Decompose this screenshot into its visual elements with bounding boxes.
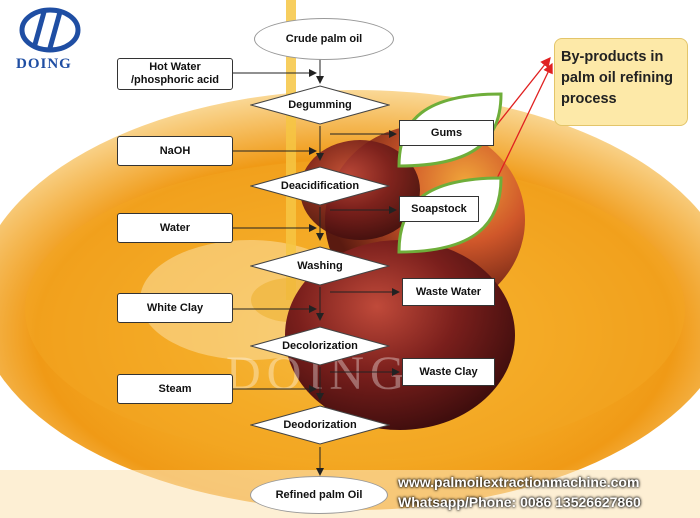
step-degumming: Degumming bbox=[250, 85, 390, 125]
step-degumming-label: Degumming bbox=[288, 99, 352, 111]
step-deacidification-label: Deacidification bbox=[280, 180, 360, 192]
end-node: Refined palm Oil bbox=[250, 476, 388, 514]
logo-text: DOING bbox=[16, 56, 72, 72]
input-naoh: NaOH bbox=[117, 136, 233, 166]
step-decolorization-label: Decolorization bbox=[282, 340, 358, 352]
input-white-clay-label: White Clay bbox=[146, 301, 204, 314]
byproduct-waste-water: Waste Water bbox=[402, 278, 495, 306]
company-logo: DOING bbox=[14, 6, 84, 76]
input-steam: Steam bbox=[117, 374, 233, 404]
input-hot-water-label: Hot Water /phosphoric acid bbox=[130, 61, 219, 86]
footer-website: www.palmoilextractionmachine.com bbox=[398, 474, 640, 490]
step-washing: Washing bbox=[250, 246, 390, 286]
start-node: Crude palm oil bbox=[254, 18, 394, 60]
byproduct-waste-clay: Waste Clay bbox=[402, 358, 495, 386]
input-white-clay: White Clay bbox=[117, 293, 233, 323]
input-water-label: Water bbox=[159, 221, 191, 234]
footer-contact: Whatsapp/Phone: 0086 13526627860 bbox=[398, 494, 641, 510]
input-hot-water: Hot Water /phosphoric acid bbox=[117, 58, 233, 90]
input-steam-label: Steam bbox=[158, 382, 192, 395]
input-naoh-label: NaOH bbox=[159, 144, 191, 157]
byproduct-soapstock: Soapstock bbox=[399, 196, 479, 222]
step-decolorization: Decolorization bbox=[250, 326, 390, 366]
byproducts-callout: By-products in palm oil refining process bbox=[554, 38, 688, 126]
step-washing-label: Washing bbox=[297, 260, 343, 272]
step-deacidification: Deacidification bbox=[250, 166, 390, 206]
input-water: Water bbox=[117, 213, 233, 243]
logo-emblem-icon bbox=[19, 7, 81, 53]
step-deodorization-label: Deodorization bbox=[283, 419, 357, 431]
step-deodorization: Deodorization bbox=[250, 405, 390, 445]
byproduct-gums: Gums bbox=[399, 120, 494, 146]
